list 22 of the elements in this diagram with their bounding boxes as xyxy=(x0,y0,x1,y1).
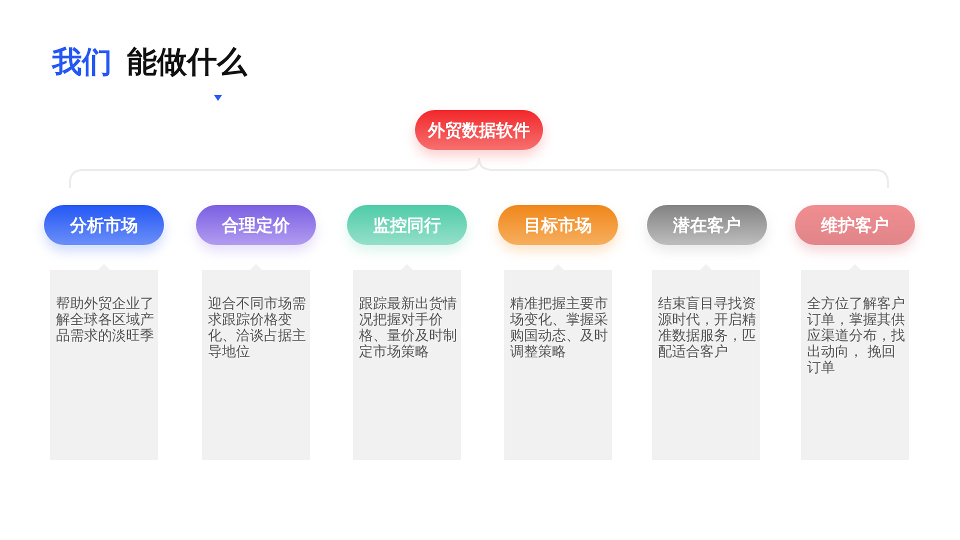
node-text: 精准把握主要市场变化、掌握采购国动态、及时调整策略 xyxy=(510,296,608,360)
node-text: 维护客户 xyxy=(821,214,889,236)
node-text: 合理定价 xyxy=(222,214,290,236)
node-text: 外贸数据软件 xyxy=(428,120,530,142)
category-pill xyxy=(196,205,316,245)
node-text: 分析市场 xyxy=(70,214,138,236)
node-text: 监控同行 xyxy=(373,214,441,236)
node-text: 帮助外贸企业了解全球各区域产品需求的淡旺季 xyxy=(56,296,154,344)
category-pill xyxy=(498,205,618,245)
title-text: 能做什么 xyxy=(127,44,247,82)
root-pill xyxy=(415,110,543,150)
node-text: 目标市场 xyxy=(524,214,592,236)
title-text: 我们 xyxy=(52,44,112,82)
category-pill xyxy=(347,205,467,245)
node-text: 跟踪最新出货情况把握对手价格、量价及时制定市场策略 xyxy=(359,296,457,360)
node-text: 结束盲目寻找资源时代，开启精准数据服务，匹配适合客户 xyxy=(658,296,756,360)
category-pill xyxy=(647,205,767,245)
node-text: 迎合不同市场需求跟踪价格变化、洽谈占据主导地位 xyxy=(208,296,306,360)
node-text: 全方位了解客户订单，掌握其供应渠道分布，找出动向， 挽回订单 xyxy=(807,296,905,376)
category-pill xyxy=(44,205,164,245)
node-text: 潜在客户 xyxy=(673,214,741,236)
category-pill xyxy=(795,205,915,245)
